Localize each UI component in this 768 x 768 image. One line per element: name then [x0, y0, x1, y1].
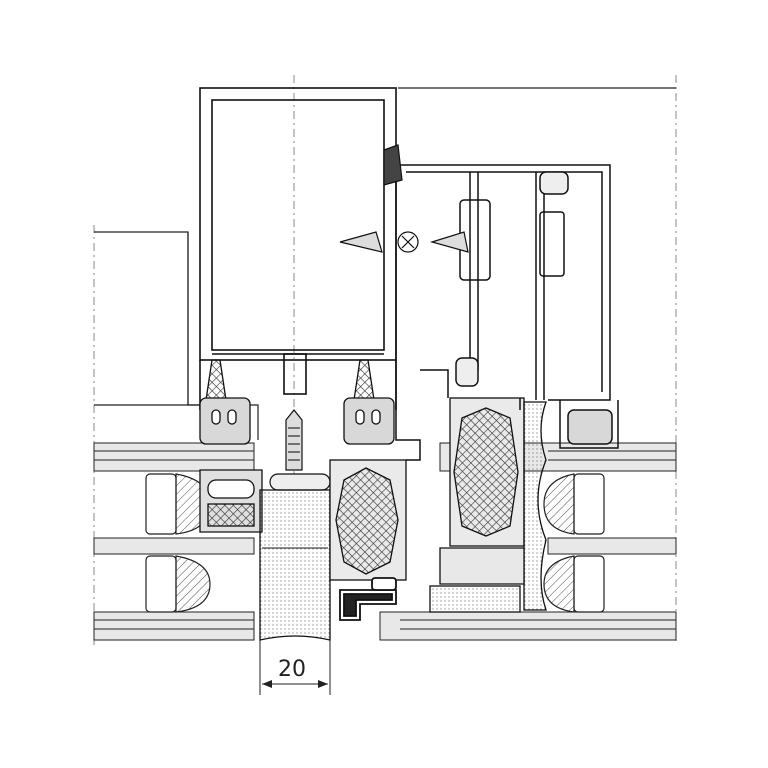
- sash-frame: [395, 164, 619, 461]
- glass-panes: [93, 442, 677, 641]
- thermal-breaks: [329, 397, 525, 581]
- bottom-drip: [339, 577, 397, 621]
- left-bead: [199, 469, 263, 533]
- gasket-clips: [199, 359, 395, 445]
- dimension-annotation: 20: [259, 640, 331, 695]
- wall-outline: [94, 87, 676, 440]
- fixing-screws: [339, 144, 469, 253]
- right-gasket: [429, 401, 547, 613]
- center-screw: [269, 409, 331, 491]
- dimension-label: 20: [278, 657, 306, 682]
- insulation-block: [259, 489, 331, 641]
